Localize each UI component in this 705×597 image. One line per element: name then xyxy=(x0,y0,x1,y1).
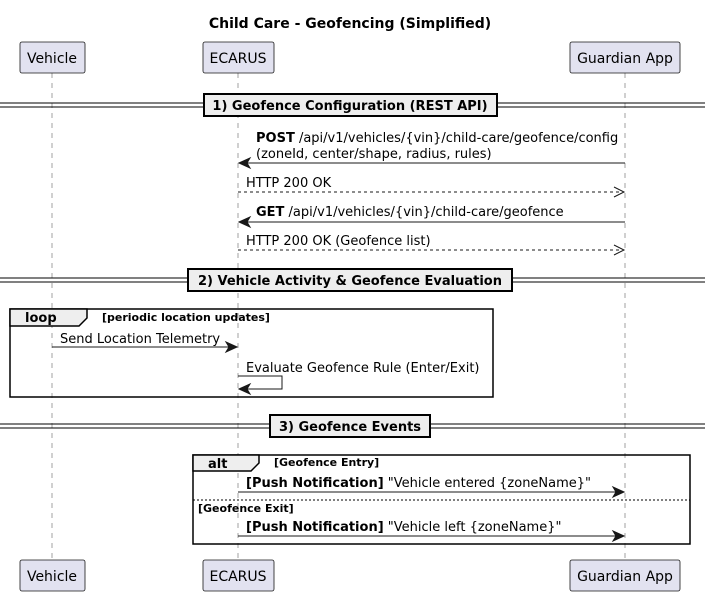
section-label: 3) Geofence Events xyxy=(279,420,421,435)
message-text: HTTP 200 OK xyxy=(246,176,332,191)
message-push-left: [Push Notification] "Vehicle left {zoneN… xyxy=(238,520,626,543)
participant-vehicle-top: Vehicle xyxy=(19,41,86,74)
message-http-200-ok-geofence-list: HTTP 200 OK (Geofence list) xyxy=(238,234,626,256)
participant-ecarus-top: ECARUS xyxy=(202,41,275,74)
frame-condition: [Geofence Entry] xyxy=(274,456,379,469)
alt-frame: alt [Geofence Entry] [Geofence Exit] xyxy=(192,454,691,545)
section-label: 2) Vehicle Activity & Geofence Evaluatio… xyxy=(198,274,502,289)
frame-condition: [periodic location updates] xyxy=(102,311,270,324)
arrowhead-right-icon xyxy=(611,485,626,499)
message-text: "Vehicle left {zoneName}" xyxy=(384,520,562,535)
message-text: HTTP 200 OK (Geofence list) xyxy=(246,234,431,249)
message-method: POST xyxy=(256,131,295,146)
arrowhead-right-icon xyxy=(224,340,239,354)
participant-label: Guardian App xyxy=(577,51,673,67)
participant-guardian-app-top: Guardian App xyxy=(569,41,681,74)
message-send-location-telemetry: Send Location Telemetry xyxy=(52,332,239,354)
message-params: (zoneId, center/shape, radius, rules) xyxy=(256,147,492,162)
arrowhead-right-icon xyxy=(611,529,626,543)
participant-vehicle-bottom: Vehicle xyxy=(19,559,86,592)
participant-label: ECARUS xyxy=(209,51,266,67)
message-post-config: POST /api/v1/vehicles/{vin}/child-care/g… xyxy=(237,131,625,170)
message-tag: [Push Notification] xyxy=(246,520,384,535)
arrowhead-left-icon xyxy=(237,156,252,170)
message-evaluate-geofence-rule: Evaluate Geofence Rule (Enter/Exit) xyxy=(237,361,480,396)
svg-text:[Push Notification] "Vehicle l: [Push Notification] "Vehicle left {zoneN… xyxy=(246,520,561,535)
participant-label: Guardian App xyxy=(577,569,673,585)
participant-label: ECARUS xyxy=(209,569,266,585)
message-text: "Vehicle entered {zoneName}" xyxy=(384,476,591,491)
message-path: /api/v1/vehicles/{vin}/child-care/geofen… xyxy=(284,205,563,220)
section-divider-2: 2) Vehicle Activity & Geofence Evaluatio… xyxy=(0,268,705,292)
svg-text:POST /api/v1/vehicles/{vin}/ch: POST /api/v1/vehicles/{vin}/child-care/g… xyxy=(256,131,618,146)
frame-else-condition: [Geofence Exit] xyxy=(198,502,294,515)
svg-text:GET /api/v1/vehicles/{vin}/chi: GET /api/v1/vehicles/{vin}/child-care/ge… xyxy=(256,205,564,220)
participant-ecarus-bottom: ECARUS xyxy=(202,559,275,592)
arrowhead-right-icon xyxy=(613,186,626,198)
message-text: Send Location Telemetry xyxy=(60,332,220,347)
arrowhead-left-icon xyxy=(237,382,252,396)
section-label: 1) Geofence Configuration (REST API) xyxy=(212,99,487,114)
message-path: /api/v1/vehicles/{vin}/child-care/geofen… xyxy=(295,131,618,146)
message-tag: [Push Notification] xyxy=(246,476,384,491)
arrowhead-right-icon xyxy=(613,244,626,256)
loop-frame: loop [periodic location updates] xyxy=(9,308,494,398)
frame-kind-label: loop xyxy=(25,311,57,326)
frame-kind-label: alt xyxy=(208,457,227,472)
section-divider-3: 3) Geofence Events xyxy=(0,414,705,438)
svg-text:[Push Notification] "Vehicle e: [Push Notification] "Vehicle entered {zo… xyxy=(246,476,591,491)
section-divider-1: 1) Geofence Configuration (REST API) xyxy=(0,93,705,117)
message-http-200-ok: HTTP 200 OK xyxy=(238,176,626,198)
message-push-entered: [Push Notification] "Vehicle entered {zo… xyxy=(238,476,626,499)
message-text: Evaluate Geofence Rule (Enter/Exit) xyxy=(246,361,480,376)
arrowhead-left-icon xyxy=(237,215,252,229)
diagram-title: Child Care - Geofencing (Simplified) xyxy=(209,16,491,32)
participant-guardian-app-bottom: Guardian App xyxy=(569,559,681,592)
participant-label: Vehicle xyxy=(27,51,77,67)
participant-label: Vehicle xyxy=(27,569,77,585)
message-get-geofence: GET /api/v1/vehicles/{vin}/child-care/ge… xyxy=(237,205,625,229)
message-method: GET xyxy=(256,205,285,220)
